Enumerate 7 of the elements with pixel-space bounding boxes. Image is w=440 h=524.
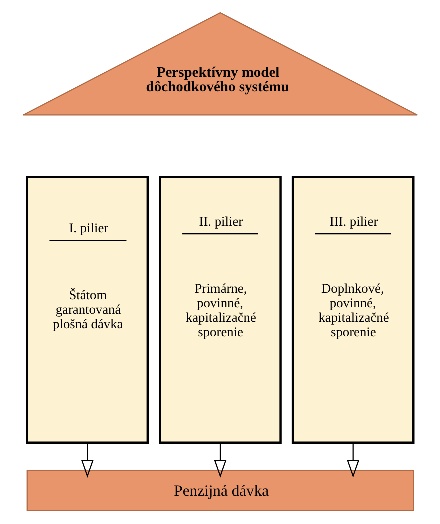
node-box: III. pilier Doplnkové, povinné, kapitalizačné sporenie <box>291 176 414 444</box>
node-box: I. pilier Štátom garantovaná plošná dávka <box>26 176 149 444</box>
arrow <box>346 442 360 478</box>
node-box: Penzijná dávka <box>26 470 414 512</box>
node-box: II. pilier Primárne, povinné, kapitalizačné sporenie <box>158 176 282 444</box>
arrow <box>80 442 94 478</box>
arrow <box>214 442 226 478</box>
